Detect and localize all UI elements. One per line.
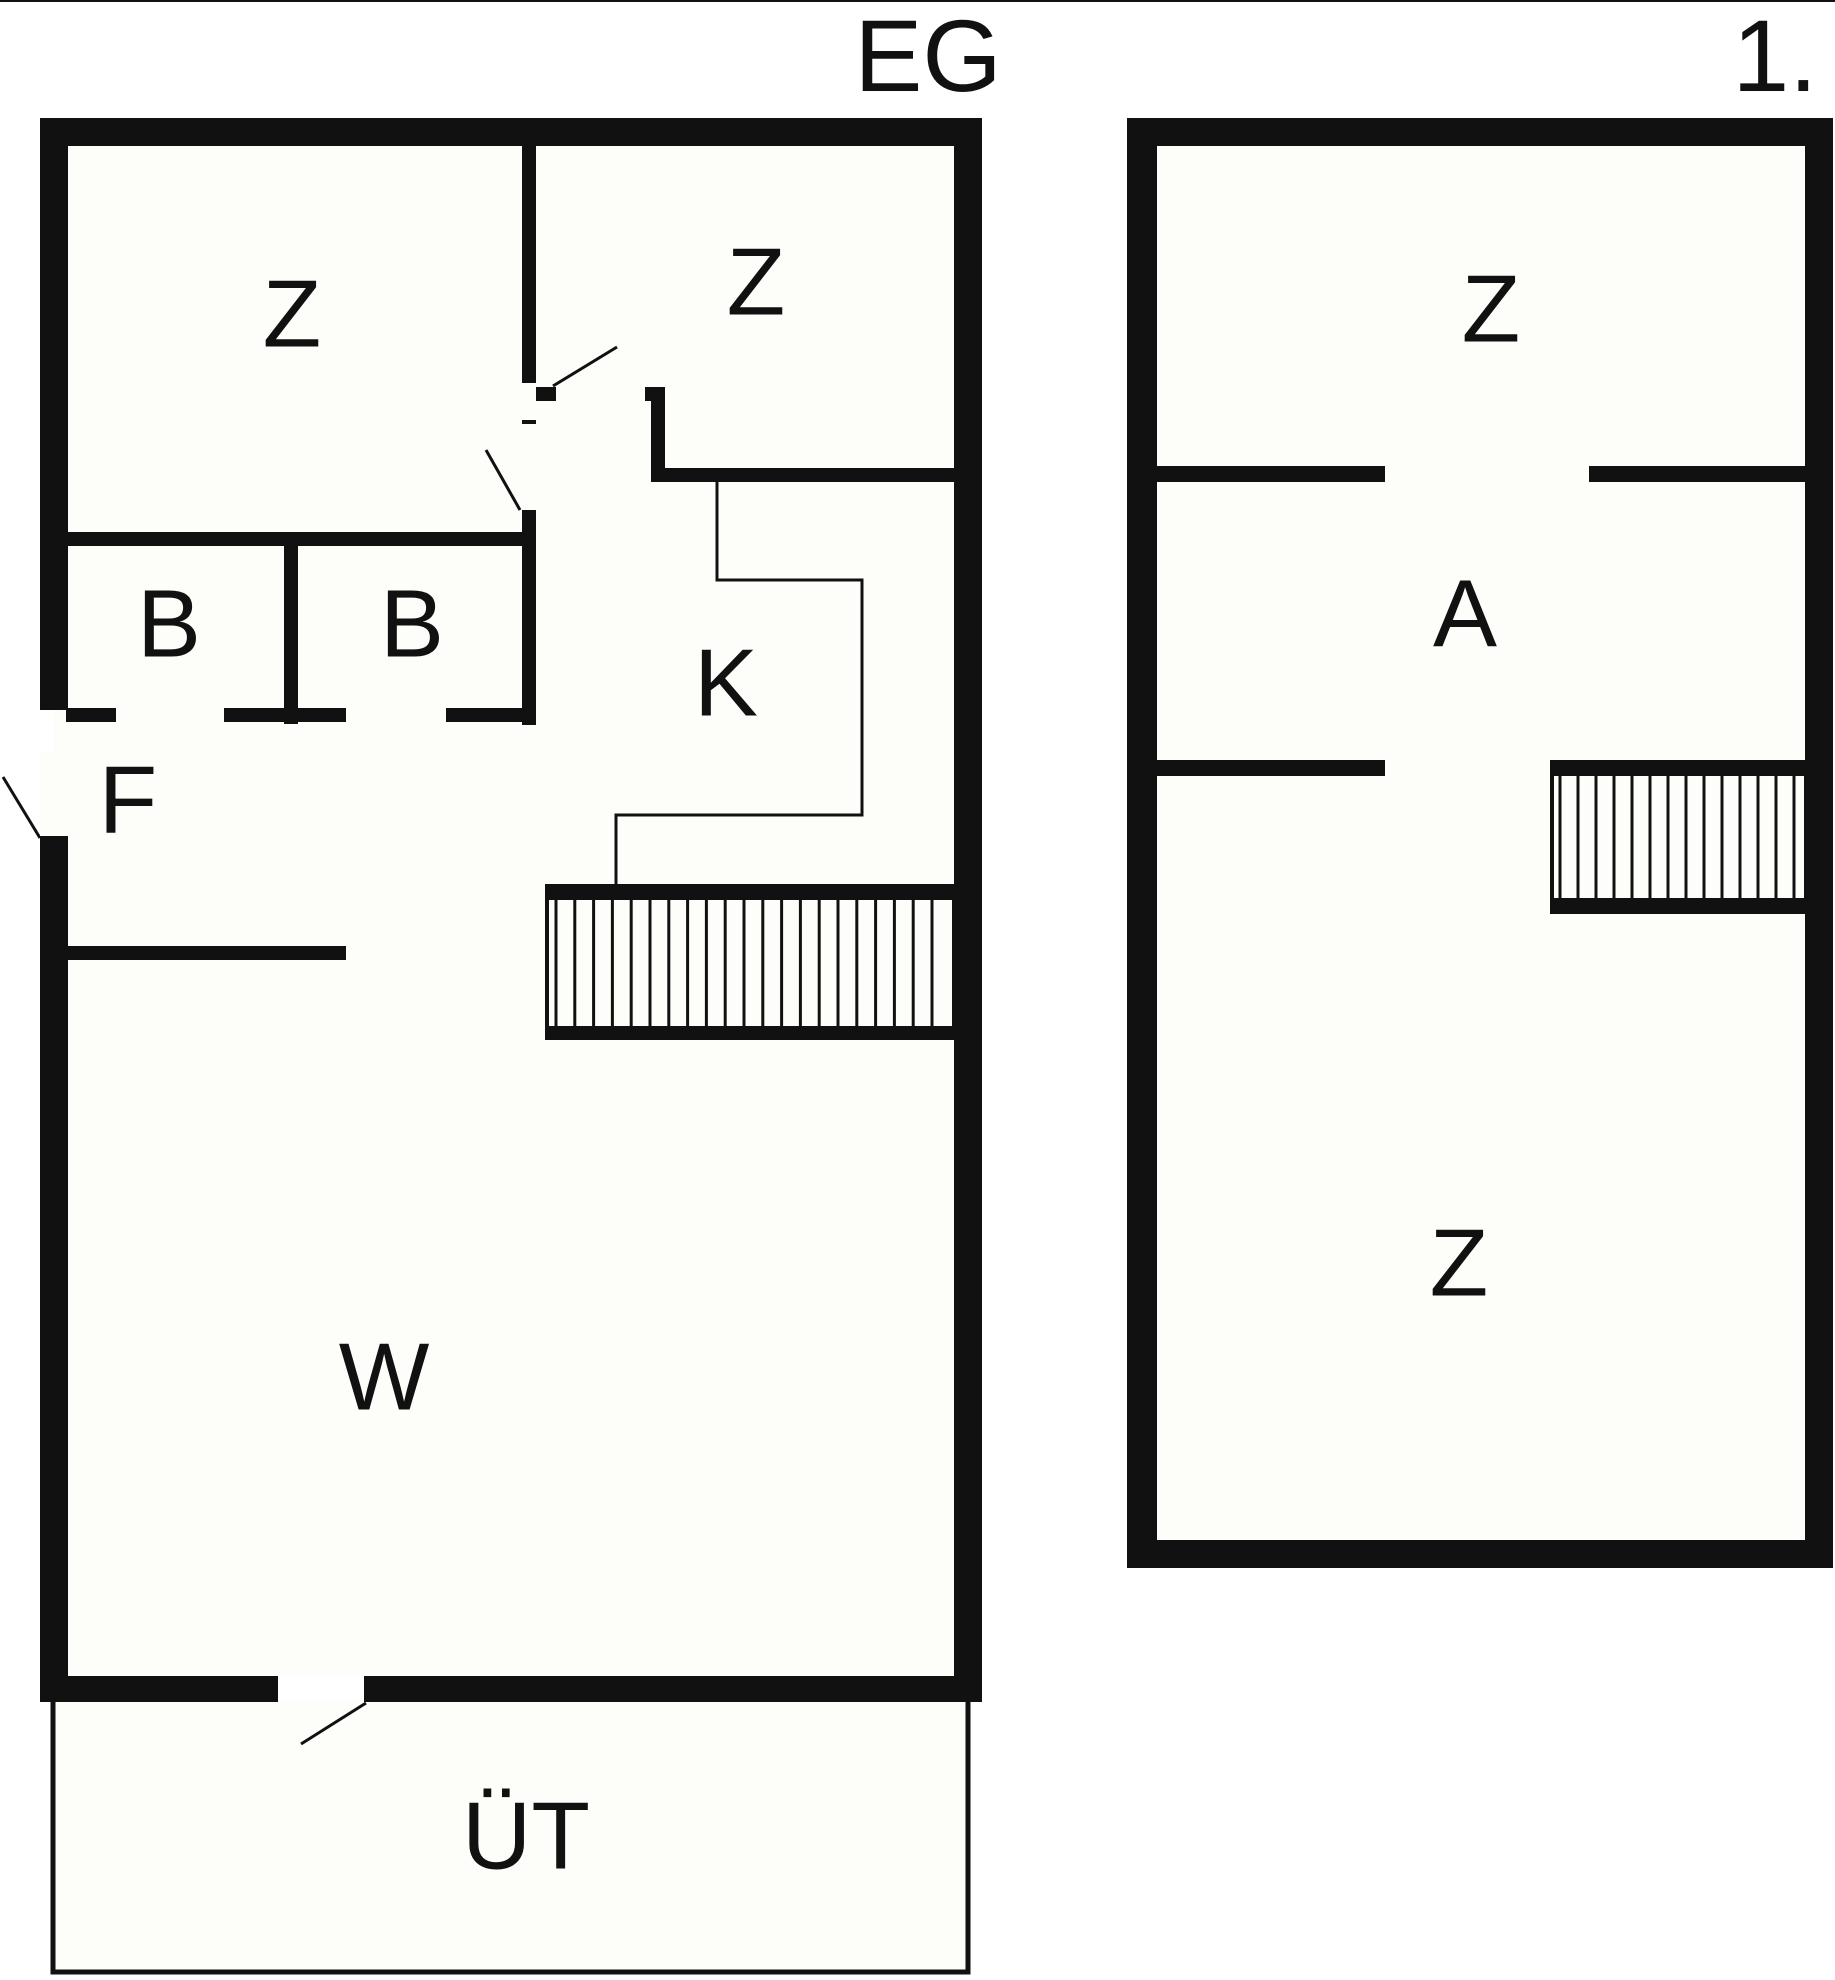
terrace-fill [53, 1700, 968, 1970]
room-label-f: F [99, 747, 158, 854]
kitchen-counter [614, 482, 864, 887]
room-label-b2: B [380, 571, 444, 678]
room-label-z1: Z [263, 261, 322, 368]
upper-floor-plan: Z A Z 1. [1127, 0, 1833, 1568]
door-z1-gap [522, 424, 536, 510]
ground-outer-walls [40, 118, 982, 1702]
room-label-w: W [339, 1324, 430, 1431]
upper-staircase [1550, 760, 1808, 914]
ground-staircase [545, 884, 956, 1040]
door-z2 [552, 345, 618, 388]
ground-inner-walls [66, 145, 956, 960]
room-label-z-top: Z [1462, 256, 1521, 363]
terrace-outline [50, 1702, 971, 1975]
door-entrance-gap [40, 752, 68, 836]
room-label-a: A [1433, 561, 1497, 668]
ground-doors [1, 345, 618, 1746]
room-label-ut: ÜT [462, 1783, 590, 1890]
room-label-z-bottom: Z [1430, 1210, 1489, 1317]
door-entrance [1, 776, 42, 839]
ground-floor-plan: Z Z B B K F W ÜT EG [1, 0, 1002, 1975]
upper-inner-walls [1157, 466, 1807, 776]
floor-title-ground: EG [854, 0, 1001, 113]
door-z1 [484, 449, 522, 511]
door-terrace [300, 1701, 367, 1746]
room-label-b1: B [137, 571, 201, 678]
upper-outer-walls [1127, 118, 1833, 1568]
room-label-z2: Z [727, 229, 786, 336]
room-label-k: K [694, 630, 758, 737]
floor-title-upper: 1. [1732, 0, 1817, 113]
